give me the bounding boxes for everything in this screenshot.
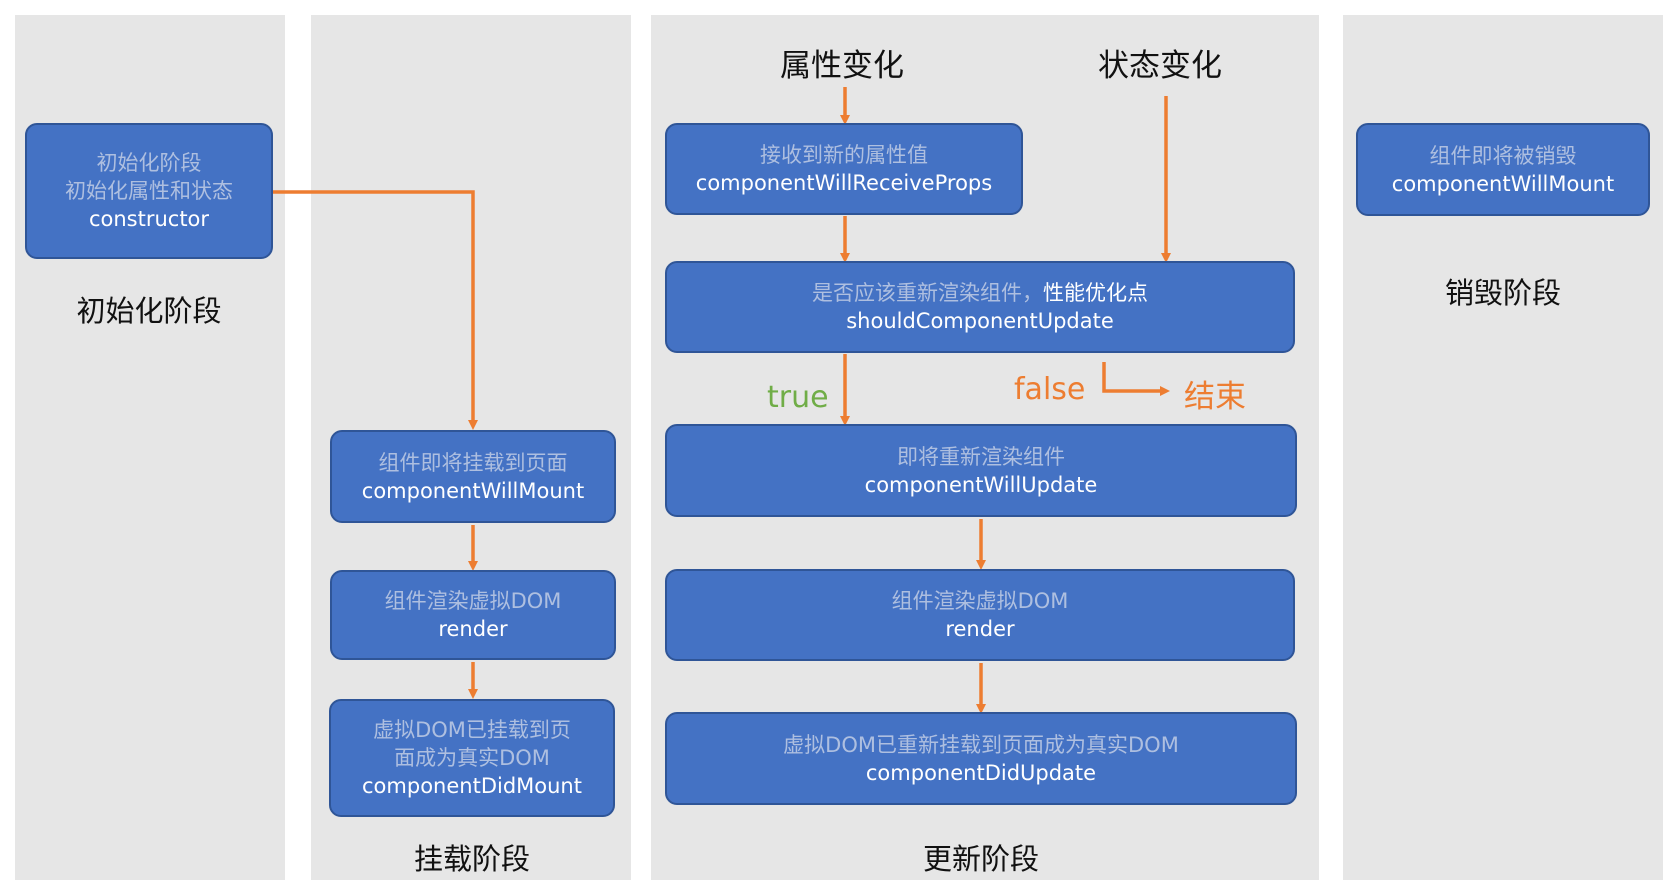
constructor-line1: 初始化阶段 bbox=[96, 151, 202, 175]
mount-render-method: render bbox=[438, 617, 508, 641]
did-update-box: 虚拟DOM已重新挂载到页面成为真实DOM componentDidUpdate bbox=[665, 712, 1297, 805]
will-update-method: componentWillUpdate bbox=[864, 472, 1098, 497]
will-mount-box: 组件即将挂载到页面 componentWillMount bbox=[330, 430, 616, 523]
did-mount-line2: 面成为真实DOM bbox=[394, 746, 550, 770]
arrow-constructor-to-will-mount bbox=[273, 190, 478, 430]
should-update-question: 是否应该重新渲染组件， bbox=[812, 281, 1043, 305]
receive-props-box: 接收到新的属性值 componentWillReceiveProps bbox=[665, 123, 1023, 215]
will-update-line1: 即将重新渲染组件 bbox=[897, 444, 1065, 469]
did-mount-method: componentDidMount bbox=[362, 774, 582, 798]
will-mount-method: componentWillMount bbox=[361, 478, 585, 503]
update-render-box: 组件渲染虚拟DOM render bbox=[665, 569, 1295, 661]
will-unmount-box: 组件即将被销毁 componentWillMount bbox=[1356, 123, 1650, 216]
mount-render-line1: 组件渲染虚拟DOM bbox=[384, 589, 562, 613]
did-update-method: componentDidUpdate bbox=[865, 760, 1097, 785]
constructor-box: 初始化阶段 初始化属性和状态 constructor bbox=[25, 123, 273, 259]
receive-props-method: componentWillReceiveProps bbox=[695, 171, 993, 195]
should-update-method: shouldComponentUpdate bbox=[846, 309, 1114, 333]
mount-render-box: 组件渲染虚拟DOM render bbox=[330, 570, 616, 660]
unmount-stage-label: 销毁阶段 bbox=[1444, 276, 1561, 310]
init-stage-label: 初始化阶段 bbox=[76, 294, 222, 328]
arrow-false-to-end bbox=[1102, 362, 1170, 396]
mount-stage-label: 挂载阶段 bbox=[413, 842, 530, 876]
did-mount-line1: 虚拟DOM已挂载到页 bbox=[373, 718, 571, 742]
will-unmount-method: componentWillMount bbox=[1391, 171, 1615, 196]
did-mount-box: 虚拟DOM已挂载到页 面成为真实DOM componentDidMount bbox=[329, 699, 615, 817]
should-update-highlight: 性能优化点 bbox=[1043, 281, 1148, 305]
will-unmount-line1: 组件即将被销毁 bbox=[1429, 143, 1577, 168]
update-render-line1: 组件渲染虚拟DOM bbox=[891, 589, 1069, 613]
update-render-method: render bbox=[945, 617, 1015, 641]
should-update-box: 是否应该重新渲染组件，性能优化点 shouldComponentUpdate bbox=[665, 261, 1295, 353]
props-change-label: 属性变化 bbox=[780, 48, 904, 84]
constructor-method: constructor bbox=[88, 207, 210, 231]
constructor-line2: 初始化属性和状态 bbox=[65, 179, 233, 203]
will-mount-line1: 组件即将挂载到页面 bbox=[378, 450, 568, 475]
state-change-label: 状态变化 bbox=[1098, 48, 1222, 84]
update-stage-label: 更新阶段 bbox=[922, 842, 1039, 876]
end-label: 结束 bbox=[1184, 379, 1246, 415]
did-update-line1: 虚拟DOM已重新挂载到页面成为真实DOM bbox=[783, 732, 1179, 757]
true-label: true bbox=[767, 380, 829, 415]
will-update-box: 即将重新渲染组件 componentWillUpdate bbox=[665, 424, 1297, 517]
receive-props-line1: 接收到新的属性值 bbox=[760, 143, 928, 167]
should-update-line1: 是否应该重新渲染组件，性能优化点 bbox=[812, 279, 1148, 307]
false-label: false bbox=[1014, 372, 1086, 407]
